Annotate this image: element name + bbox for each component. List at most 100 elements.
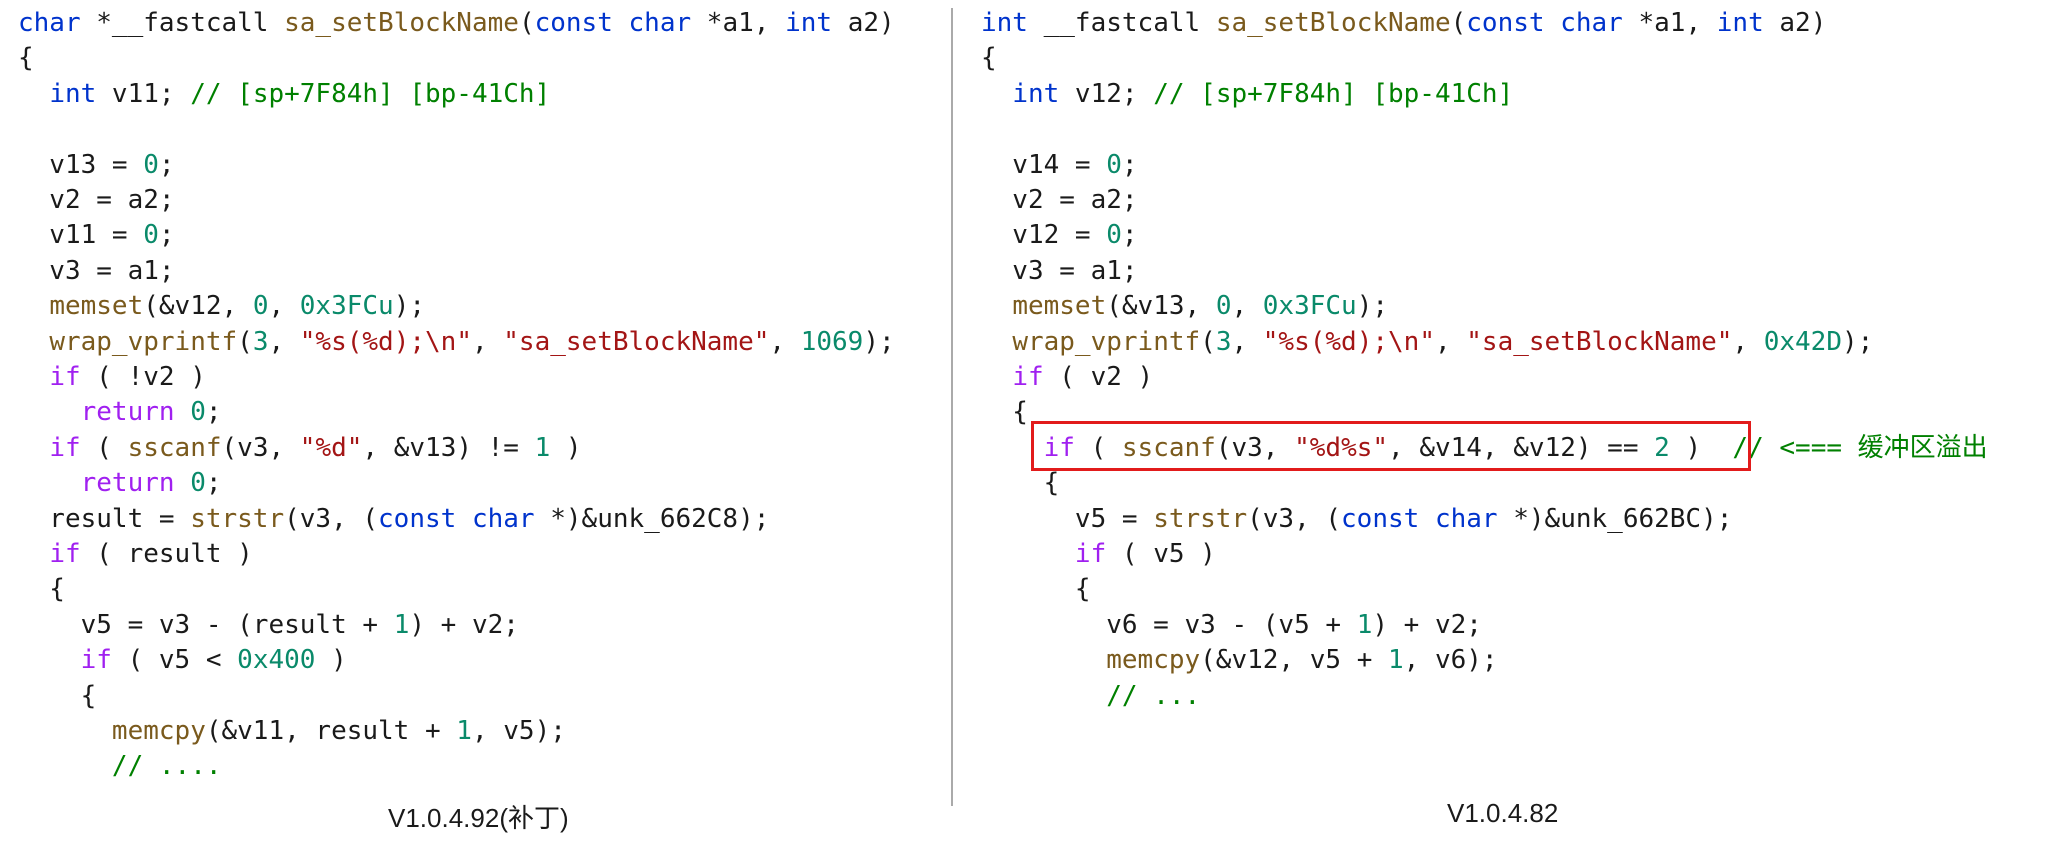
code-token: ); [1841, 326, 1874, 357]
code-token: wrap_vprintf [1012, 326, 1201, 357]
code-token [175, 468, 191, 498]
caption-right-version: V1.0.4.82 [1447, 798, 1559, 828]
code-token: int [785, 8, 833, 38]
code-line: wrap_vprintf(3, "%s(%d);\n", "sa_setBloc… [18, 325, 895, 360]
code-token: memcpy [1106, 645, 1201, 676]
code-line: { [18, 679, 97, 714]
code-token [18, 539, 49, 569]
code-token: if [1012, 362, 1044, 392]
code-token: v3 = a1; [981, 255, 1138, 286]
code-line: char *__fastcall sa_setBlockName(const c… [18, 6, 895, 41]
code-line: v14 = 0; [981, 148, 1138, 183]
code-token: int [1716, 8, 1764, 38]
code-token: (&v12, v5 + [1200, 645, 1388, 676]
code-token: ( [1074, 432, 1122, 463]
code-token: v13 = [18, 149, 144, 180]
code-token: "%s(%d);\n" [1262, 326, 1435, 357]
code-token [613, 8, 629, 38]
code-line: v5 = strstr(v3, (const char *)&unk_662BC… [981, 502, 1733, 537]
code-token: { [981, 43, 997, 74]
code-token: "sa_setBlockName" [1466, 326, 1733, 357]
code-token: { [18, 680, 97, 711]
code-line: memset(&v12, 0, 0x3FCu); [18, 289, 425, 324]
code-token: 0x3FCu [1262, 291, 1357, 322]
code-line: v11 = 0; [18, 218, 175, 253]
code-token: v5 = [981, 503, 1154, 534]
code-token: int [1012, 78, 1060, 109]
code-token: ) [550, 432, 582, 463]
code-token: if [49, 362, 81, 392]
code-token: 1 [1388, 645, 1404, 676]
code-token: 1 [1356, 609, 1373, 640]
code-token: { [981, 397, 1028, 428]
code-token: 0 [190, 397, 206, 428]
code-line: if ( !v2 ) [18, 360, 206, 395]
code-token: (&v13, [1106, 291, 1216, 322]
code-token: , [1732, 326, 1764, 357]
code-token: sscanf [1121, 432, 1216, 463]
code-token: // [sp+7F84h] [bp-41Ch] [190, 78, 551, 109]
code-token: { [18, 574, 65, 605]
code-token: 0x42D [1763, 326, 1842, 357]
code-token: 3 [1215, 326, 1232, 357]
code-token: char [1560, 8, 1623, 38]
code-line: { [18, 41, 34, 76]
code-token: v12; [1059, 78, 1154, 109]
code-token: ; [158, 149, 175, 180]
code-token: ( v5 ) [1106, 539, 1216, 569]
code-token: "%d" [299, 432, 363, 463]
code-token: , &v13) != [362, 432, 535, 463]
code-token: "%d%s" [1294, 432, 1389, 463]
code-token: 1069 [800, 326, 864, 357]
code-line: memset(&v13, 0, 0x3FCu); [981, 289, 1388, 324]
code-token: , [471, 326, 504, 357]
code-token: char [471, 503, 535, 534]
code-line: { [981, 466, 1060, 501]
code-line: v3 = a1; [18, 254, 175, 289]
code-token: 2 [1654, 432, 1670, 463]
code-token [18, 751, 112, 781]
code-token [18, 291, 49, 321]
code-token: char [1434, 503, 1498, 534]
code-line: v12 = 0; [981, 218, 1138, 253]
code-token: int [981, 8, 1028, 38]
code-token: ); [863, 326, 895, 357]
code-token [18, 362, 49, 392]
code-token: wrap_vprintf [49, 326, 238, 357]
code-token: strstr [1153, 503, 1248, 534]
code-token: if [80, 645, 112, 676]
code-token: "%s(%d);\n" [299, 326, 472, 357]
code-token [18, 433, 49, 463]
code-token: ) [1669, 432, 1733, 463]
code-token: v11 = [18, 220, 144, 251]
code-token: "sa_setBlockName" [503, 326, 770, 357]
code-token: return [80, 397, 175, 428]
code-token: ; [1121, 149, 1138, 180]
code-line: if ( v5 < 0x400 ) [18, 643, 347, 678]
code-token: sscanf [127, 432, 222, 463]
code-line: v6 = v3 - (v5 + 1) + v2; [981, 608, 1482, 643]
code-token: ( !v2 ) [80, 362, 206, 392]
code-token [18, 716, 112, 746]
code-token [175, 397, 191, 427]
code-line: if ( result ) [18, 537, 253, 572]
code-token: ; [158, 220, 175, 251]
code-token: v6 = v3 - (v5 + [981, 609, 1357, 640]
code-token: sa_setBlockName [284, 8, 519, 38]
code-token: *a1, [691, 8, 786, 38]
code-line: if ( v2 ) [981, 360, 1153, 395]
code-token: ; [1121, 220, 1138, 251]
code-line: { [981, 41, 997, 76]
code-token: memcpy [111, 716, 206, 746]
code-token: __fastcall [1027, 8, 1216, 38]
code-token: *)&unk_662C8); [534, 503, 770, 534]
code-token: , [1231, 326, 1263, 357]
code-token: // <=== 缓冲区溢出 [1732, 432, 1988, 463]
code-token: v5 = v3 - (result + [18, 609, 394, 640]
code-token: v2 = a2; [981, 185, 1138, 215]
code-token: 0 [190, 468, 206, 499]
code-line: int v11; // [sp+7F84h] [bp-41Ch] [18, 77, 550, 112]
code-token: ) + v2; [409, 609, 519, 640]
code-token: 0 [1106, 220, 1122, 251]
code-token: v3 = a1; [18, 255, 175, 286]
